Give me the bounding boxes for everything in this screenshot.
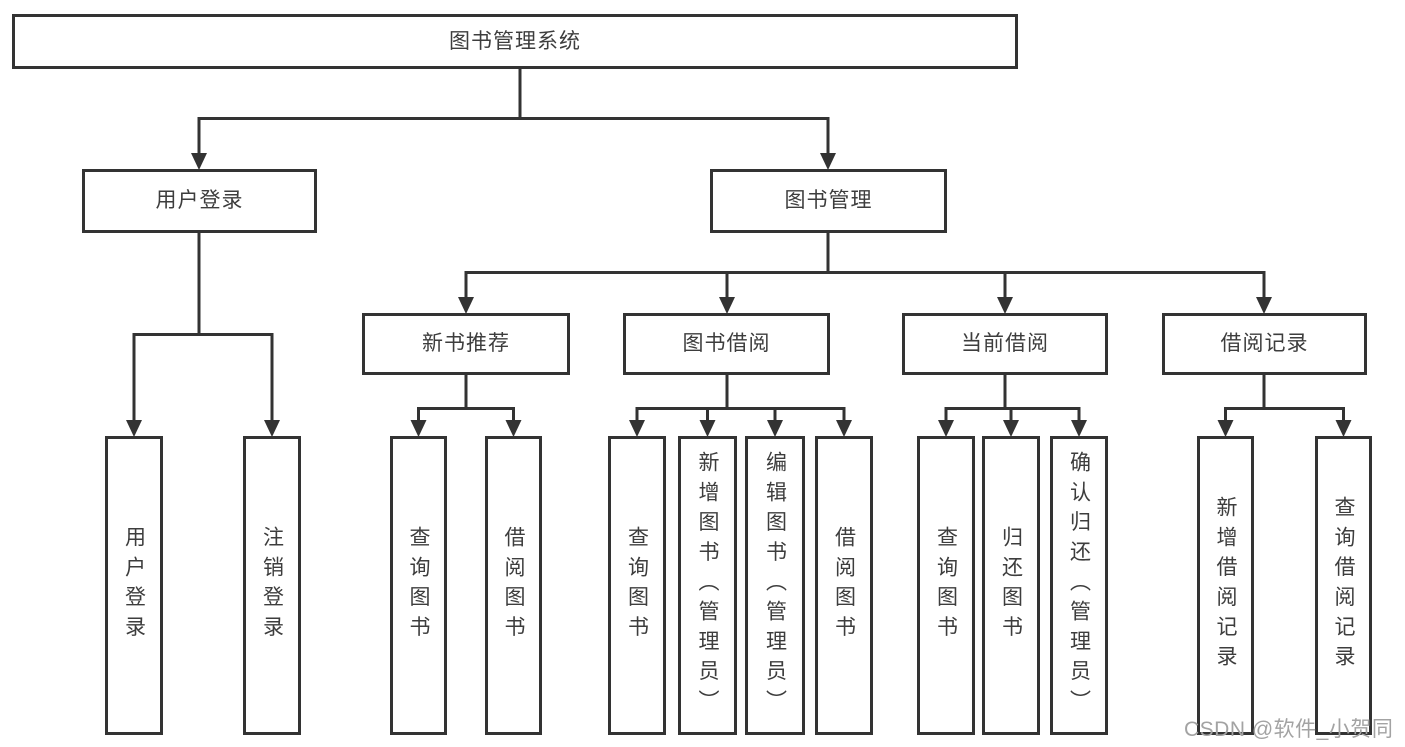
arrow-down-icon: [629, 420, 645, 437]
connector-line: [944, 375, 1081, 420]
connector-line: [417, 375, 515, 420]
csdn-watermark: CSDN @软件_小贺同学: [1184, 718, 1394, 741]
node-user-login-leaf: 用户登录: [105, 436, 163, 735]
arrow-down-icon: [1256, 297, 1272, 314]
connector-line: [197, 68, 830, 153]
node-query-borrow-record-leaf: 查询借阅记录: [1315, 436, 1372, 735]
connector-line: [464, 233, 1266, 297]
node-user-login: 用户登录: [82, 169, 317, 233]
connector-line: [1224, 375, 1345, 420]
arrow-down-icon: [1217, 420, 1234, 437]
arrow-down-icon: [458, 297, 474, 314]
node-query-books-leaf: 查询图书: [390, 436, 447, 735]
arrow-down-icon: [699, 420, 716, 437]
arrow-down-icon: [191, 153, 207, 170]
node-return-books-leaf: 归还图书: [982, 436, 1040, 735]
arrow-down-icon: [410, 420, 427, 437]
node-logout-leaf: 注销登录: [243, 436, 301, 735]
arrow-down-icon: [1003, 420, 1019, 437]
connector-line: [132, 233, 274, 420]
arrow-down-icon: [505, 420, 522, 437]
node-borrowing-records: 借阅记录: [1162, 313, 1367, 375]
node-current-borrowing: 当前借阅: [902, 313, 1108, 375]
node-root-library-management-system: 图书管理系统: [12, 14, 1018, 69]
arrow-down-icon: [719, 297, 735, 314]
node-query-books-leaf: 查询图书: [608, 436, 666, 735]
arrow-down-icon: [820, 153, 836, 170]
node-confirm-return-admin-leaf: 确认归还（管理员）: [1050, 436, 1108, 735]
node-borrow-books-leaf: 借阅图书: [485, 436, 542, 735]
node-edit-books-admin-leaf: 编辑图书（管理员）: [745, 436, 805, 735]
arrow-down-icon: [264, 420, 280, 437]
node-add-books-admin-leaf: 新增图书（管理员）: [678, 436, 737, 735]
node-query-books-leaf: 查询图书: [917, 436, 975, 735]
node-new-book-recommendation: 新书推荐: [362, 313, 570, 375]
arrow-down-icon: [836, 420, 852, 437]
arrow-down-icon: [126, 420, 142, 437]
arrow-down-icon: [938, 420, 954, 437]
arrow-down-icon: [1335, 420, 1352, 437]
arrow-down-icon: [1071, 420, 1087, 437]
node-book-borrowing: 图书借阅: [623, 313, 830, 375]
node-book-management: 图书管理: [710, 169, 947, 233]
arrow-down-icon: [997, 297, 1013, 314]
node-borrow-books-leaf: 借阅图书: [815, 436, 873, 735]
node-add-borrow-record-leaf: 新增借阅记录: [1197, 436, 1254, 735]
arrow-down-icon: [767, 420, 783, 437]
connector-line: [635, 375, 846, 420]
